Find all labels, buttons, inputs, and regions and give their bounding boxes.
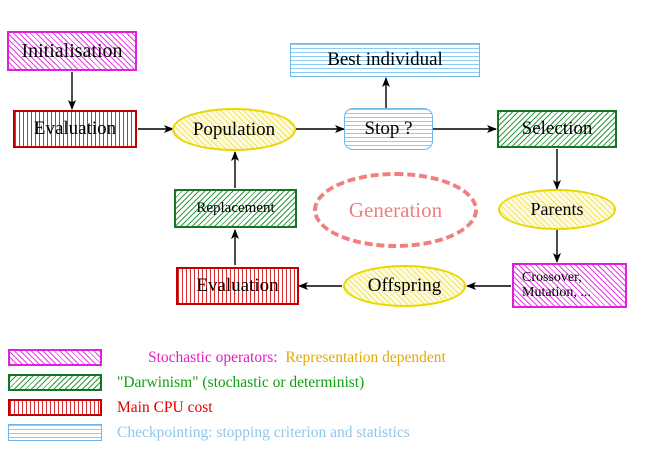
legend-swatch-red-vertical-hatch-icon xyxy=(8,399,102,416)
node-generation: Generation xyxy=(313,172,478,248)
legend-row: Main CPU cost xyxy=(8,395,648,420)
node-initialisation[interactable]: Initialisation xyxy=(7,31,137,71)
node-evaluation-top[interactable]: Evaluation xyxy=(13,110,137,148)
legend-row: Stochastic operators: Representation dep… xyxy=(8,345,648,370)
node-evaluation-bottom[interactable]: Evaluation xyxy=(176,267,299,305)
node-evaluation-top-label: Evaluation xyxy=(33,118,117,140)
legend: Stochastic operators: Representation dep… xyxy=(8,345,648,445)
node-population[interactable]: Population xyxy=(172,108,296,151)
legend-text: Stochastic operators: Representation dep… xyxy=(117,331,446,385)
node-evaluation-bottom-label: Evaluation xyxy=(196,275,279,297)
legend-swatch-blue-horizontal-hatch-icon xyxy=(8,424,102,441)
legend-row: "Darwinism" (stochastic or determinist) xyxy=(8,370,648,395)
node-generation-label: Generation xyxy=(348,197,443,222)
node-replacement-label: Replacement xyxy=(196,199,275,216)
node-best-individual-label: Best individual xyxy=(327,49,443,71)
node-initialisation-label: Initialisation xyxy=(21,39,123,62)
node-best-individual[interactable]: Best individual xyxy=(290,43,480,77)
node-crossover-mutation-label: Crossover, Mutation, ... xyxy=(522,269,591,300)
node-stop[interactable]: Stop ? xyxy=(344,108,433,150)
node-parents[interactable]: Parents xyxy=(498,189,616,230)
node-offspring[interactable]: Offspring xyxy=(343,265,466,307)
legend-text-primary: Checkpointing: stopping criterion and st… xyxy=(117,423,410,441)
legend-row: Checkpointing: stopping criterion and st… xyxy=(8,420,648,445)
legend-text-primary: Main CPU cost xyxy=(117,398,213,416)
legend-text-secondary: Representation dependent xyxy=(285,348,446,366)
node-selection-label: Selection xyxy=(521,118,593,140)
legend-text-primary: "Darwinism" (stochastic or determinist) xyxy=(117,373,365,391)
node-stop-label: Stop ? xyxy=(364,118,413,140)
legend-swatch-magenta-diagonal-hatch-icon xyxy=(8,349,102,366)
node-offspring-label: Offspring xyxy=(367,275,442,297)
node-parents-label: Parents xyxy=(530,199,584,220)
legend-swatch-green-diagonal-hatch-icon xyxy=(8,374,102,391)
node-selection[interactable]: Selection xyxy=(497,110,617,148)
node-population-label: Population xyxy=(192,118,276,140)
legend-text-primary: Stochastic operators: xyxy=(148,348,278,366)
node-crossover-mutation[interactable]: Crossover, Mutation, ... xyxy=(512,263,627,308)
node-replacement[interactable]: Replacement xyxy=(174,189,297,228)
